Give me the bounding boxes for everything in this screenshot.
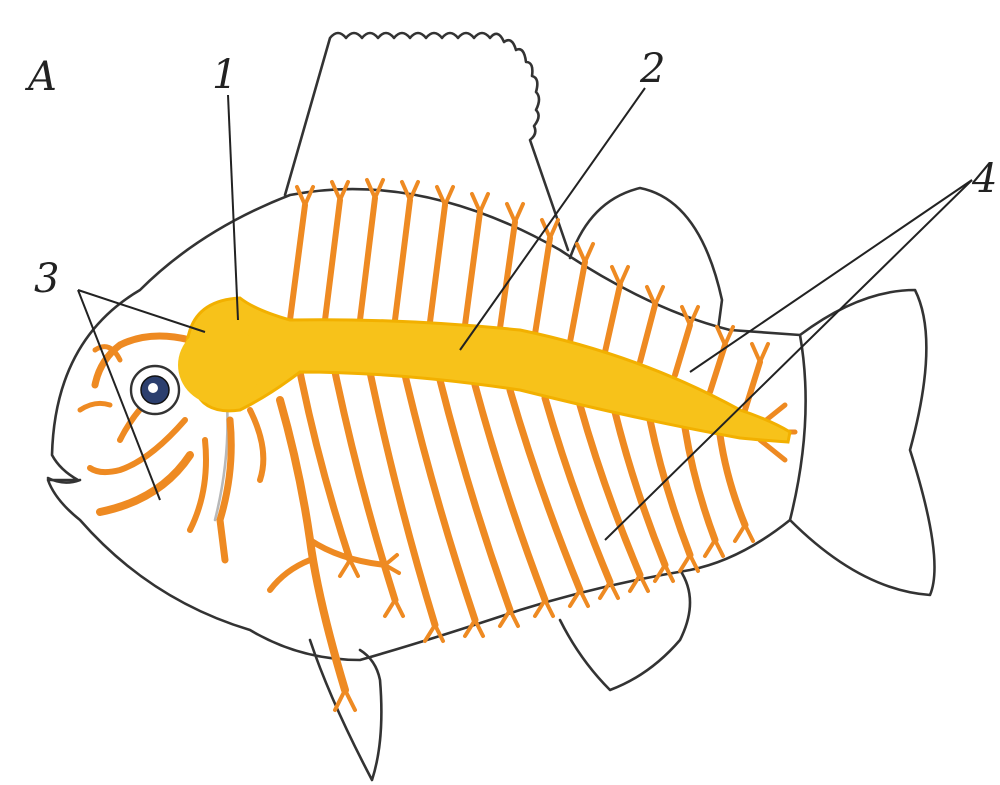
label-2: 2 — [639, 46, 665, 92]
spinal-nerve — [430, 205, 445, 322]
spinal-nerve — [440, 380, 510, 610]
leader-1 — [228, 95, 238, 320]
spinal-nerve — [410, 182, 418, 200]
spinal-nerve — [465, 212, 480, 325]
spinal-nerve — [705, 540, 715, 556]
spinal-nerve — [600, 582, 610, 598]
spinal-nerve — [385, 555, 397, 565]
spinal-nerve — [360, 198, 375, 320]
spinal-nerve — [570, 590, 580, 606]
spinal-nerve — [480, 194, 488, 212]
spinal-nerve — [640, 305, 655, 362]
spinal-nerve — [340, 560, 350, 576]
spinal-nerve — [690, 307, 698, 325]
spinal-nerve — [405, 375, 475, 620]
spinal-nerve — [620, 267, 628, 285]
spinal-nerve — [305, 187, 313, 205]
spinal-nerve — [715, 540, 723, 556]
spinal-nerves — [270, 180, 795, 710]
spinal-nerve — [402, 182, 410, 200]
spinal-nerve — [370, 372, 435, 625]
spinal-nerve — [535, 600, 545, 616]
spinal-nerve — [335, 690, 345, 710]
spinal-nerve — [577, 244, 585, 262]
nervous-system — [80, 180, 795, 710]
cranial-nerve — [250, 410, 263, 480]
spinal-nerve — [395, 200, 410, 320]
spinal-nerve — [735, 525, 745, 541]
spinal-nerve — [507, 204, 515, 222]
spinal-nerve — [515, 204, 523, 222]
spinal-nerve — [510, 390, 580, 590]
spinal-nerve — [385, 600, 395, 616]
spinal-nerve — [585, 244, 593, 262]
spinal-nerve — [435, 625, 443, 641]
label-3: 3 — [34, 256, 59, 302]
spinal-nerve — [345, 690, 355, 710]
spinal-nerve — [325, 200, 340, 320]
spinal-nerve — [297, 187, 305, 205]
spinal-nerve — [437, 187, 445, 205]
spinal-nerve — [550, 220, 558, 238]
label-1: 1 — [212, 52, 237, 98]
spinal-nerve — [545, 398, 610, 582]
spinal-nerve — [332, 182, 340, 200]
spinal-nerve — [570, 262, 585, 342]
spinal-nerve — [580, 405, 640, 575]
spinal-nerve — [760, 344, 768, 362]
spinal-nerve — [290, 205, 305, 320]
spinal-nerve — [710, 345, 725, 392]
spinal-nerve — [655, 565, 665, 581]
spinal-nerve — [745, 362, 760, 410]
spinal-nerve — [685, 428, 715, 540]
leader-4b — [605, 180, 972, 540]
spinal-nerve — [475, 385, 545, 600]
spinal-nerve — [752, 344, 760, 362]
cranial-nerve — [90, 420, 185, 472]
leader-4a — [690, 180, 972, 372]
caudal-fin — [790, 290, 935, 595]
pelvic-fin — [310, 640, 381, 780]
spinal-nerve — [675, 325, 690, 375]
brain — [178, 325, 262, 405]
spinal-nerve — [720, 435, 745, 525]
spinal-nerve — [680, 555, 690, 571]
spinal-nerve — [605, 285, 620, 352]
spinal-nerve — [745, 525, 753, 541]
spinal-nerve — [340, 182, 348, 200]
spinal-nerve — [535, 238, 550, 334]
dorsal-fin — [285, 33, 568, 250]
spinal-nerve — [500, 610, 510, 626]
spinal-nerve — [270, 560, 310, 590]
eye — [131, 366, 179, 414]
cranial-nerve — [80, 403, 110, 410]
spinal-nerve — [630, 575, 640, 591]
label-4: 4 — [971, 156, 997, 202]
panel-label: A — [24, 54, 57, 100]
spinal-nerve — [655, 287, 663, 305]
spinal-nerve — [395, 600, 403, 616]
